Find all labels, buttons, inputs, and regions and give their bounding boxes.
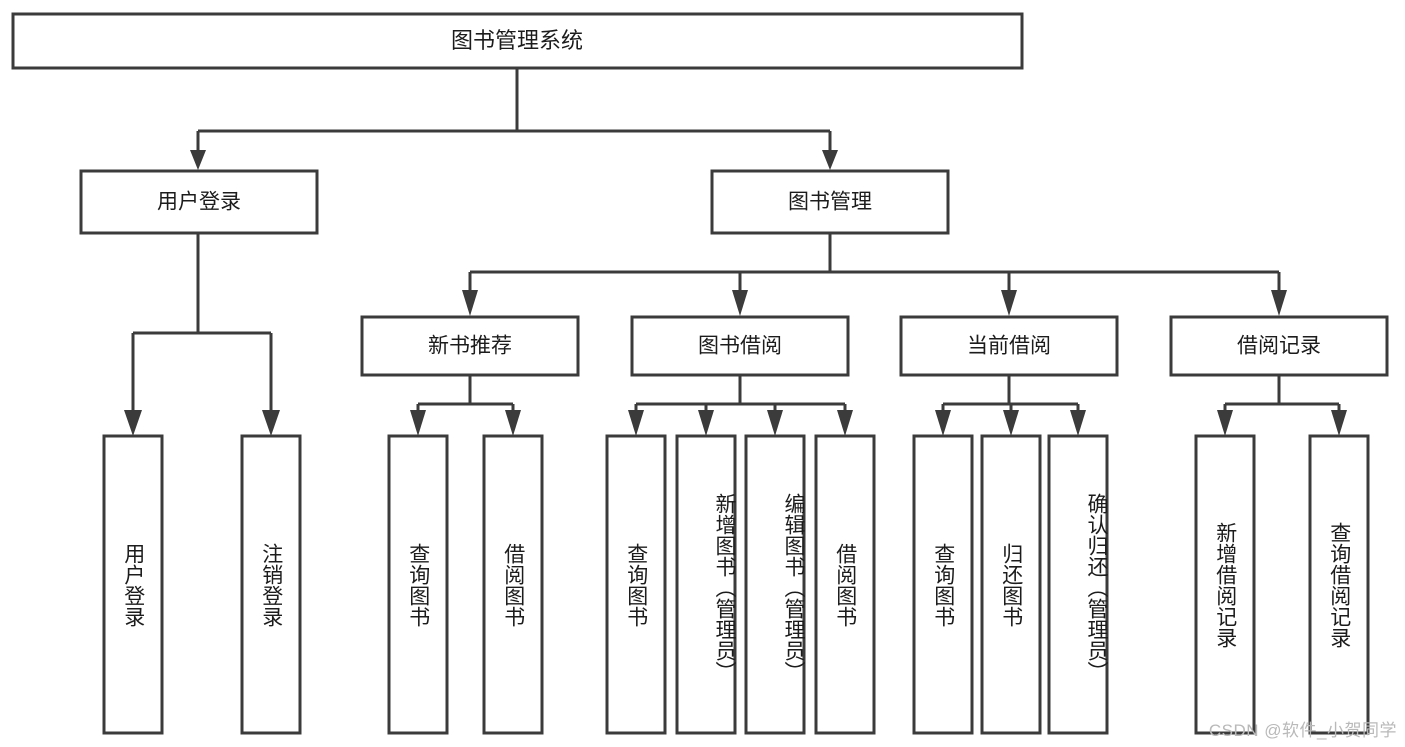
leaf-layer (102, 434, 1370, 735)
node-current-borrow[interactable]: 当前借阅 (899, 315, 1119, 377)
leaf-add-record-box[interactable] (1194, 434, 1256, 735)
arrowhead-current-borrow (1001, 290, 1017, 316)
node-new-book-recommend-box[interactable] (360, 315, 580, 377)
node-book-management-label: 图书管理 (788, 191, 872, 214)
arrowhead-user-login (190, 150, 206, 170)
leaf-query-book-1-box[interactable] (387, 434, 449, 735)
arrowhead-leaf-borrow-book-1 (505, 410, 521, 436)
node-new-book-recommend[interactable]: 新书推荐 (360, 315, 580, 377)
leaf-edit-book-box[interactable] (744, 434, 806, 735)
node-borrow-record-label: 借阅记录 (1237, 335, 1321, 358)
leaf-borrow-book-1-box[interactable] (482, 434, 544, 735)
node-borrow-record-box[interactable] (1169, 315, 1389, 377)
watermark-text: CSDN @软件_小贺同学 (1208, 721, 1397, 740)
arrowhead-book-management (822, 150, 838, 170)
leaf-query-book-3-box[interactable] (912, 434, 974, 735)
node-current-borrow-label: 当前借阅 (967, 335, 1051, 358)
leaf-return-book-box[interactable] (980, 434, 1042, 735)
arrowhead-leaf-user-logout (262, 410, 280, 436)
node-new-book-recommend-label: 新书推荐 (428, 335, 512, 358)
arrowhead-leaf-user-login (124, 410, 142, 436)
arrowhead-leaf-add-record (1217, 410, 1233, 436)
arrowhead-leaf-query-book-1 (410, 410, 426, 436)
node-book-management-box[interactable] (710, 169, 950, 235)
leaf-user-logout-box[interactable] (240, 434, 302, 735)
node-book-borrow-label: 图书借阅 (698, 335, 782, 358)
node-book-borrow[interactable]: 图书借阅 (630, 315, 850, 377)
arrowhead-leaf-borrow-book-2 (837, 410, 853, 436)
leaf-query-record-box[interactable] (1308, 434, 1370, 735)
arrowhead-leaf-query-record (1331, 410, 1347, 436)
arrowhead-leaf-edit-book (767, 410, 783, 436)
arrowhead-leaf-query-book-2 (628, 410, 644, 436)
node-user-login-label: 用户登录 (157, 191, 241, 214)
node-user-login[interactable]: 用户登录 (79, 169, 319, 235)
leaf-user-login-box[interactable] (102, 434, 164, 735)
leaf-add-book-box[interactable] (675, 434, 737, 735)
leaf-borrow-book-2-box[interactable] (814, 434, 876, 735)
connector-layer (124, 68, 1347, 436)
node-root-box[interactable] (11, 12, 1024, 70)
arrowhead-book-borrow (732, 290, 748, 316)
leaf-confirm-return-box[interactable] (1047, 434, 1109, 735)
arrowhead-borrow-record (1271, 290, 1287, 316)
node-book-borrow-box[interactable] (630, 315, 850, 377)
arrowhead-leaf-query-book-3 (935, 410, 951, 436)
leaf-query-book-2-box[interactable] (605, 434, 667, 735)
node-user-login-box[interactable] (79, 169, 319, 235)
arrowhead-leaf-confirm-return (1070, 410, 1086, 436)
node-book-management[interactable]: 图书管理 (710, 169, 950, 235)
node-root[interactable]: 图书管理系统 (11, 12, 1024, 70)
node-current-borrow-box[interactable] (899, 315, 1119, 377)
arrowhead-new-book-recommend (462, 290, 478, 316)
node-root-label: 图书管理系统 (451, 28, 583, 53)
node-borrow-record[interactable]: 借阅记录 (1169, 315, 1389, 377)
arrowhead-leaf-add-book (698, 410, 714, 436)
arrowhead-leaf-return-book (1003, 410, 1019, 436)
